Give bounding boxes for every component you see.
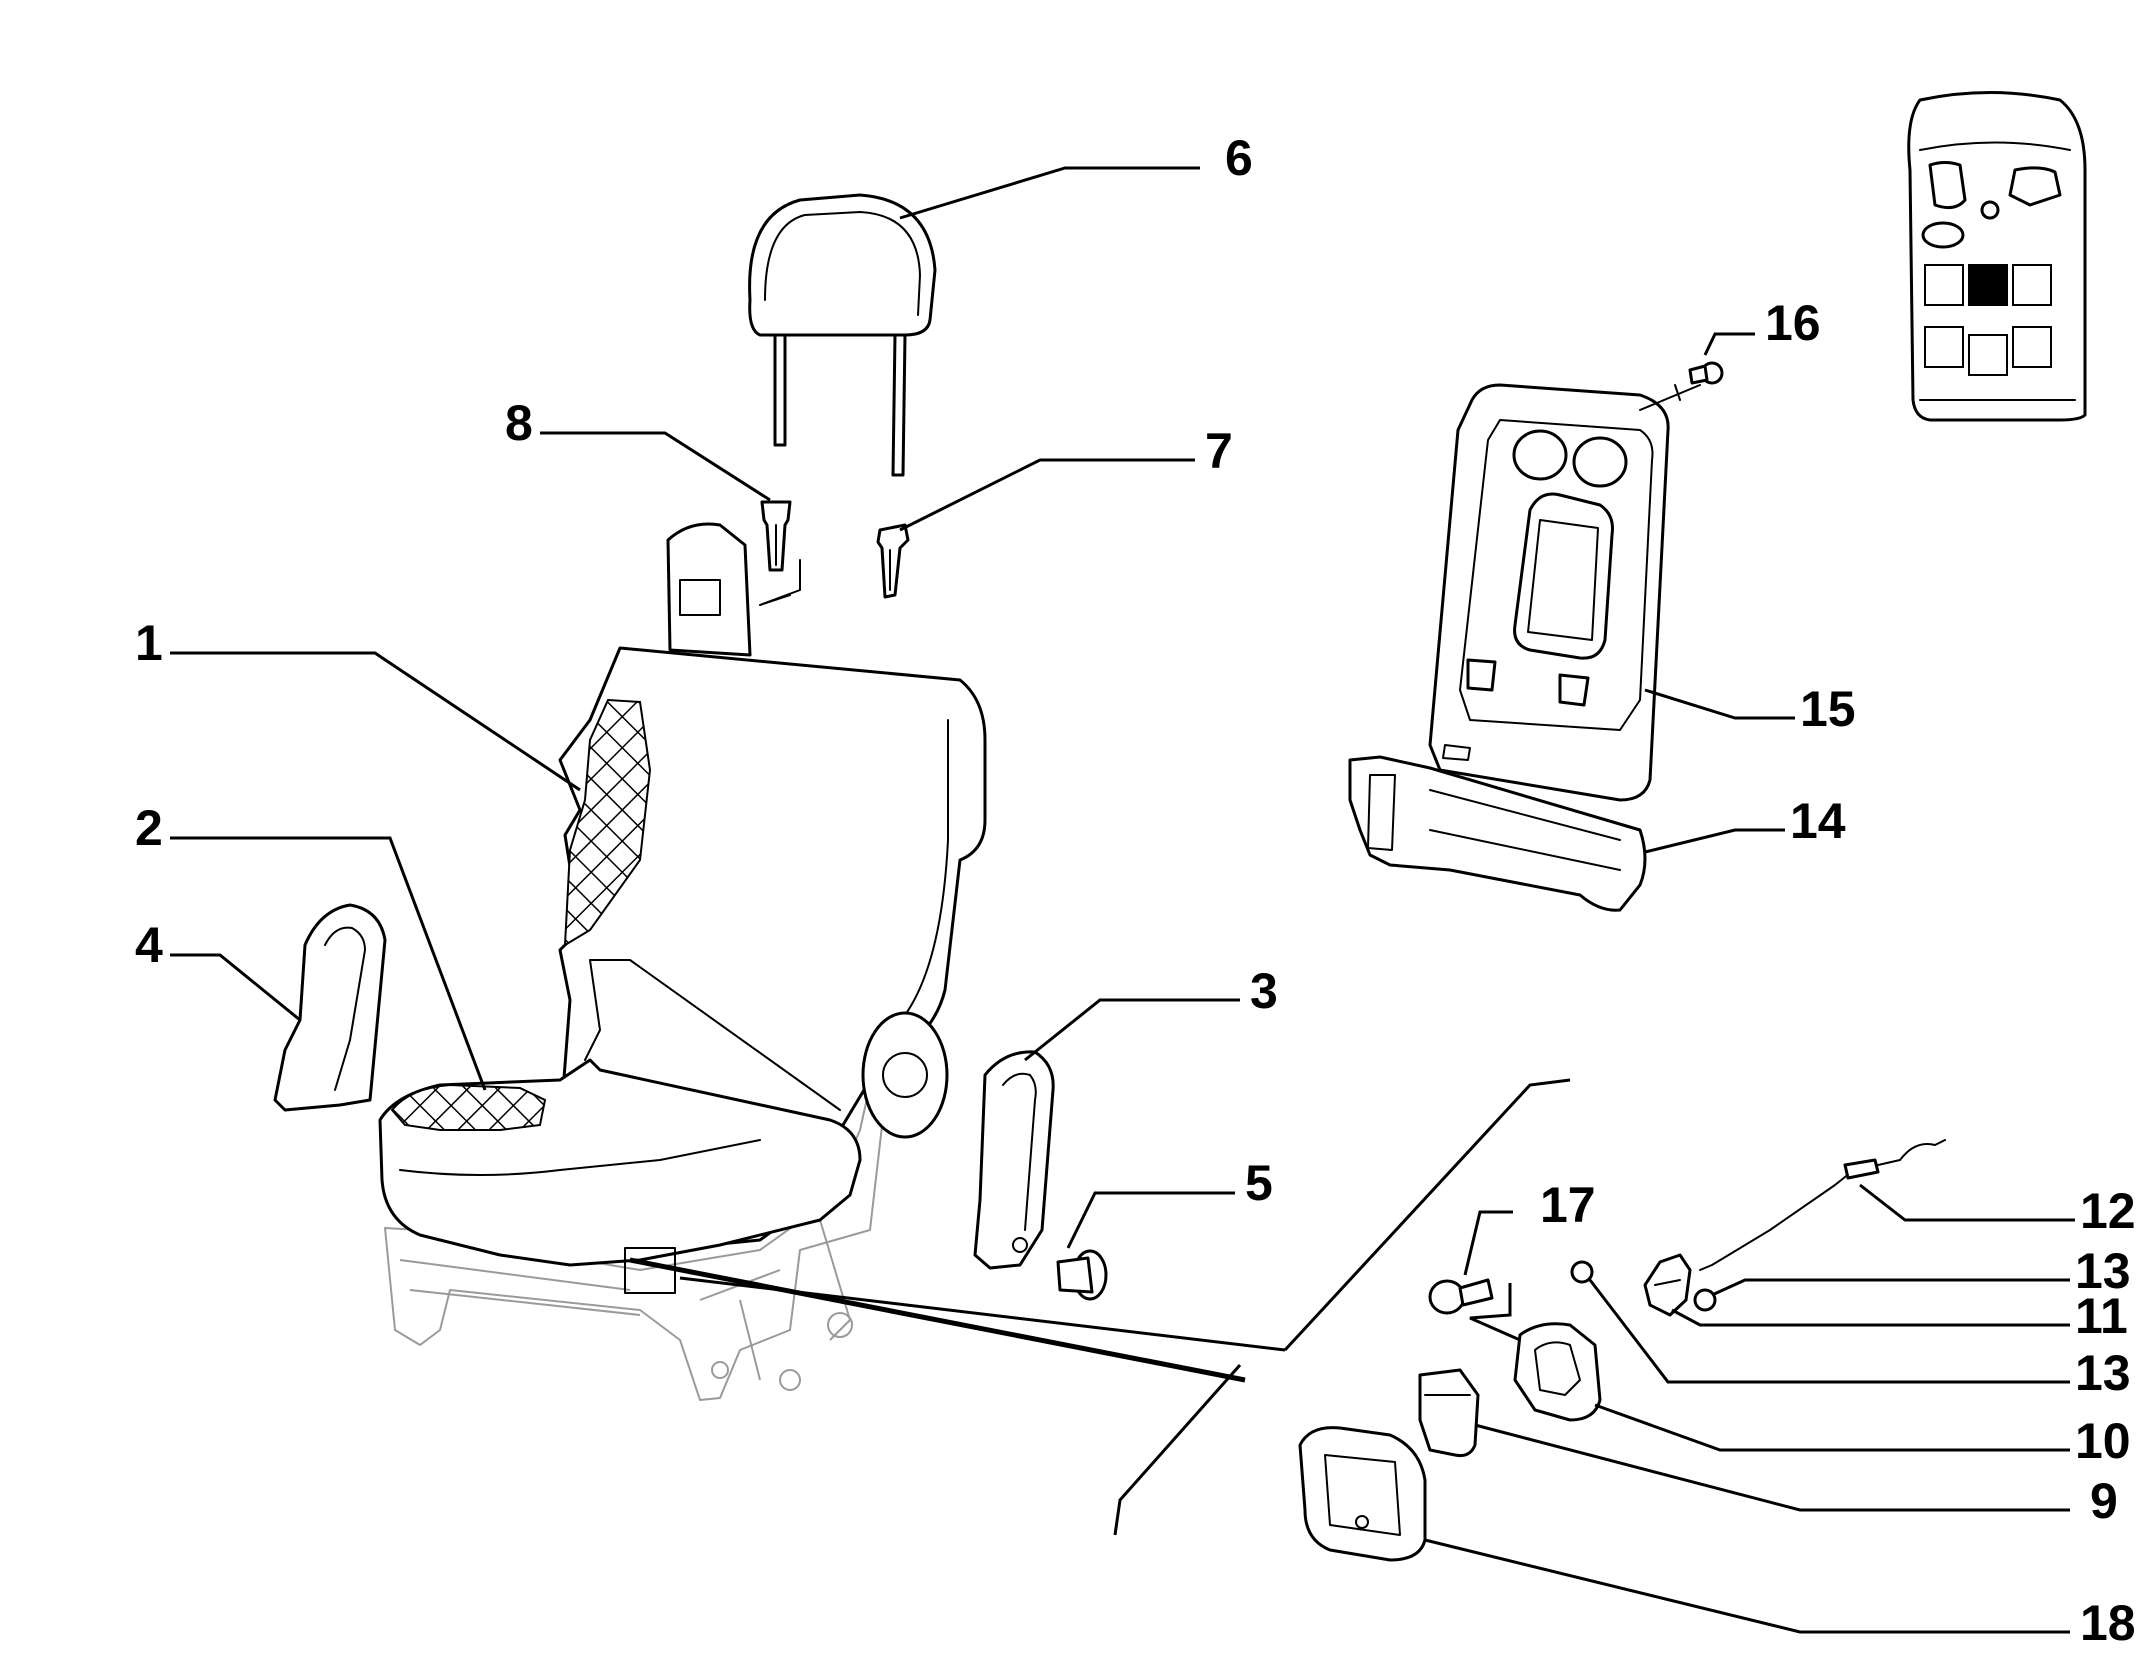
part-headrest-guide-8 [760,500,792,572]
locator-seat-highlighted [1968,264,2008,306]
label-5: 5 [1245,1155,1273,1211]
part-bracket-11 [1643,1253,1692,1317]
part-headrest [748,193,937,477]
label-18: 18 [2080,1595,2136,1651]
label-3: 3 [1250,963,1278,1019]
label-6: 6 [1225,130,1253,186]
locator-seat [2012,264,2052,306]
label-11: 11 [2075,1288,2128,1344]
locator-seat [1968,334,2008,376]
callout-labels: 6 8 7 1 2 4 3 5 16 15 14 17 12 13 11 13 … [135,130,2136,1651]
part-bezel-18 [1298,1426,1427,1562]
seat-cushion [378,959,862,1294]
label-13-lower: 13 [2075,1345,2131,1401]
part-side-trim-4 [273,903,387,1112]
part-screw-16 [1639,361,1724,411]
label-10: 10 [2075,1413,2131,1469]
label-16: 16 [1765,295,1821,351]
vehicle-locator-inset [1907,91,2087,422]
label-15: 15 [1800,681,1856,737]
locator-seat [2012,326,2052,368]
label-7: 7 [1205,423,1233,479]
part-cable-12 [1699,1139,1946,1271]
part-pin-5 [1056,1249,1108,1301]
label-9: 9 [2090,1473,2118,1529]
part-clip-13b [1570,1260,1594,1284]
guide-dashes [759,559,801,606]
label-8: 8 [505,395,533,451]
label-14: 14 [1790,793,1846,849]
part-bolt-17 [1428,1278,1494,1315]
label-12: 12 [2080,1183,2136,1239]
part-handle-10 [1513,1322,1602,1422]
part-headrest-guide-7 [876,523,910,599]
part-trim-14 [1348,755,1647,912]
part-clip-13a [1693,1288,1717,1312]
cut-line-upper [1283,1078,1571,1352]
leader-lines [170,166,2075,1634]
label-2: 2 [135,800,163,856]
locator-seat [1924,326,1964,368]
label-4: 4 [135,917,163,973]
part-back-panel-15 [1428,383,1670,802]
cut-line-lower [1113,1364,1242,1536]
part-side-trim-3 [973,1050,1055,1270]
label-1: 1 [135,615,163,671]
part-lever-9 [1418,1368,1480,1457]
label-13-upper: 13 [2075,1243,2131,1299]
locator-seat [1924,264,1964,306]
locator-seat-grid [1924,264,2052,376]
label-17: 17 [1540,1177,1596,1233]
